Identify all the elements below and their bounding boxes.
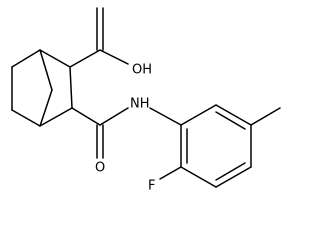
amide-bonds — [71, 107, 182, 159]
bond-ring-to-methyl — [250, 107, 281, 126]
bond-methylene-bridge-upper — [39, 49, 53, 91]
molecule-diagram: OH NH O F — [11, 7, 281, 194]
bond-c-amide-to-amide-carbon — [71, 107, 101, 126]
carbonyl-oxygen-label: O — [95, 161, 105, 176]
norbornane-bonds — [11, 49, 73, 127]
molecule-structure: OH NH O F — [11, 7, 281, 194]
bond-c-amide-to-bridgehead-bottom — [39, 107, 73, 127]
bond-ring-c5-c6 — [215, 104, 252, 126]
bond-c-left-top-to-bridgehead-top — [11, 49, 41, 68]
carboxylic-acid-bonds — [69, 7, 129, 68]
bond-carboxyl-to-oh — [99, 49, 129, 65]
bond-c-acid-to-c-amide — [69, 66, 73, 109]
bond-c-acid-to-carboxyl-carbon — [69, 49, 101, 68]
oh-label: OH — [132, 63, 152, 78]
aryl-ring-bonds — [159, 104, 281, 188]
fluorine-label: F — [148, 179, 155, 194]
bond-ring-c2-c3 — [180, 166, 217, 188]
bond-ring-to-fluorine — [159, 166, 182, 180]
bond-bridgehead-bottom-to-c-left-bottom — [11, 109, 41, 127]
bond-ring-inner-c3-c4 — [215, 162, 246, 181]
atom-labels: OH NH O F — [95, 63, 155, 194]
bond-nh-to-ring — [149, 107, 182, 126]
nh-label: NH — [130, 97, 150, 112]
bond-bridgehead-top-to-c-acid — [39, 49, 71, 68]
bond-ring-c6-c1 — [180, 104, 217, 126]
bond-ring-c3-c4 — [215, 166, 252, 188]
bond-methylene-bridge-lower — [39, 89, 53, 127]
bond-amide-carbon-to-nh — [99, 107, 129, 126]
bond-ring-inner-c5-c6 — [215, 111, 246, 130]
